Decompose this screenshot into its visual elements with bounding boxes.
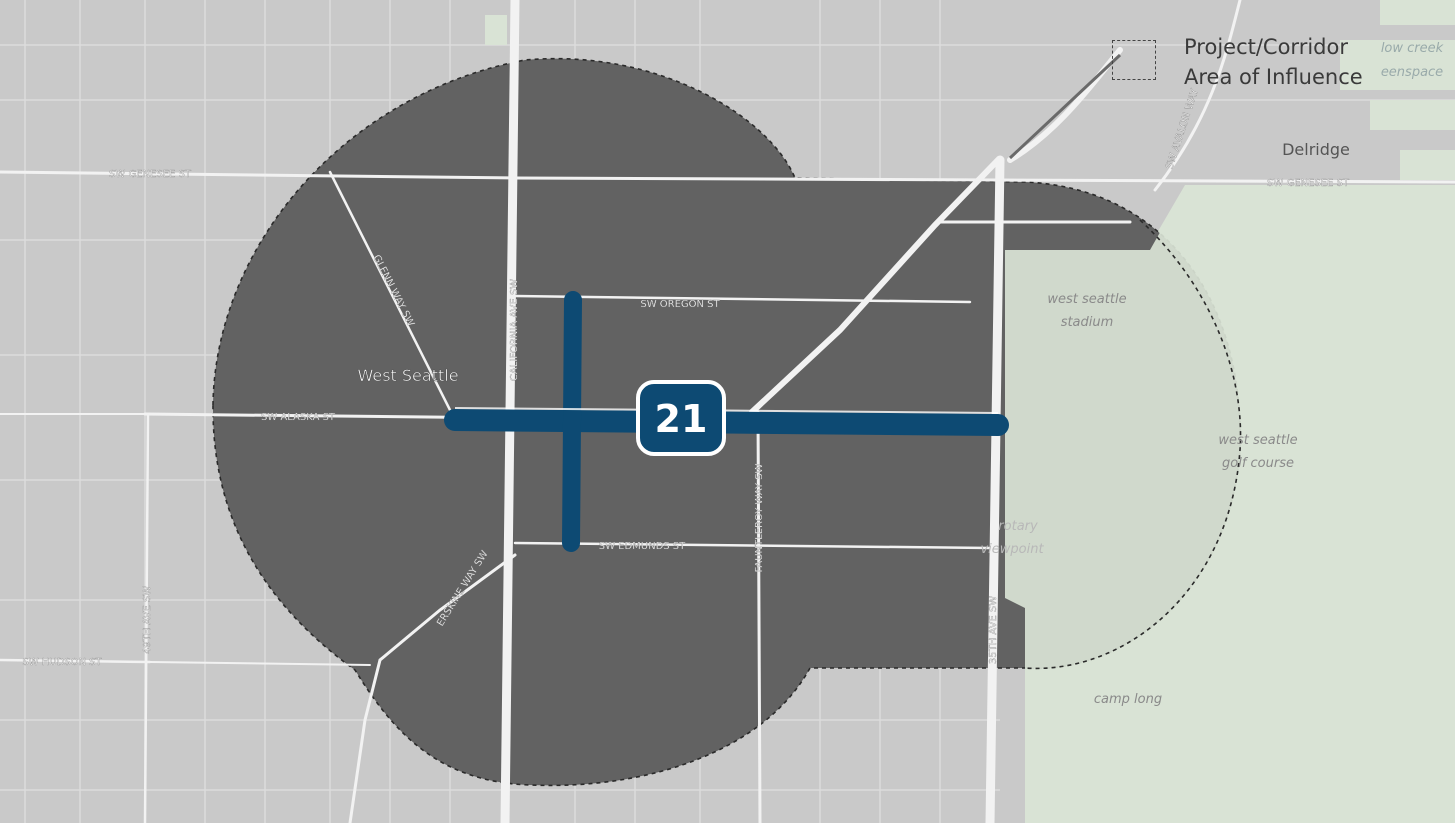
street-label-alaska: SW ALASKA ST <box>261 412 336 423</box>
park-patch-5 <box>485 15 507 45</box>
park-label-rotary-1: rotary <box>998 519 1038 534</box>
park-patch-1 <box>1340 40 1455 90</box>
park-patch-2 <box>1370 100 1455 130</box>
street-label-49th: 49TH AVE SW <box>142 586 153 654</box>
park-label-rotary-2: viewpoint <box>980 542 1044 557</box>
park-labels: west seattle stadium west seattle golf c… <box>980 41 1443 707</box>
legend-line-2: Area of Influence <box>1184 65 1363 89</box>
legend: Project/Corridor Area of Influence <box>1112 32 1452 96</box>
street-label-35th: 35TH AVE SW <box>988 596 999 664</box>
project-corridor <box>444 291 1009 552</box>
park-label-creek-1: low creek <box>1381 41 1444 56</box>
park-label-golf-1: west seattle <box>1218 433 1297 448</box>
park-patch-4 <box>1400 150 1455 180</box>
park-label-golf-2: golf course <box>1222 456 1294 471</box>
project-corridor-outline <box>454 407 999 414</box>
badge-number: 21 <box>655 397 708 441</box>
place-label-west-seattle: West Seattle <box>357 366 458 385</box>
park-label-stadium-1: west seattle <box>1047 292 1126 307</box>
street-label-fauntleroy: FAUNTLEROY WAY SW <box>754 463 765 572</box>
influence-outline-park <box>1024 219 1242 670</box>
street-label-oregon: SW OREGON ST <box>640 299 720 310</box>
street-label-genesee-west: SW GENESEE ST <box>109 169 192 180</box>
park-label-stadium-2: stadium <box>1061 315 1114 330</box>
street-label-genesee-east: SW GENESEE ST <box>1267 178 1350 189</box>
corridor-number-badge[interactable]: 21 <box>636 380 726 456</box>
place-label-delridge: Delridge <box>1282 140 1350 159</box>
park-patch-3 <box>1380 0 1455 25</box>
badge-box <box>636 380 726 456</box>
street-label-hudson: SW HUDSON ST <box>22 657 102 668</box>
park-label-creek-2: eenspace <box>1381 65 1443 80</box>
street-label-california: CALIFORNIA AVE SW <box>509 279 520 381</box>
park-label-camp-long: camp long <box>1094 692 1162 707</box>
legend-line-1: Project/Corridor <box>1184 35 1348 59</box>
dashed-box-icon <box>1112 40 1156 80</box>
legend-label: Project/Corridor Area of Influence <box>1184 32 1363 92</box>
avalon-highway-center <box>1008 53 1122 160</box>
street-label-edmunds: SW EDMUNDS ST <box>599 541 686 552</box>
